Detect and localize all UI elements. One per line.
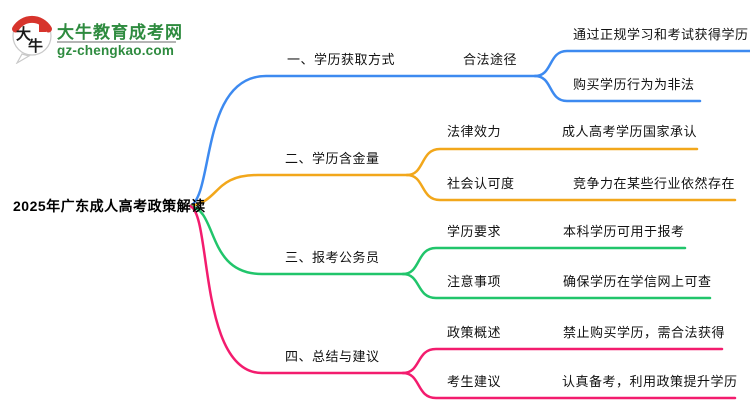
branch-3-leaf-2: 确保学历在学信网上可查 <box>563 274 712 289</box>
branch-4-leaf-1: 禁止购买学历，需合法获得 <box>563 325 726 340</box>
branch-3-child-2-label: 注意事项 <box>447 274 502 289</box>
branch-1-child-1-label: 合法途径 <box>463 52 518 67</box>
site-domain: gz-chengkao.com <box>57 43 175 58</box>
branch-3-child-1-label: 学历要求 <box>447 224 502 239</box>
branch-4-trunk-line <box>188 204 405 375</box>
branch-2-label: 二、学历含金量 <box>285 151 380 166</box>
daniu-logo-icon: 大 牛 <box>12 15 52 64</box>
branch-2-child-2-line <box>405 173 737 202</box>
branch-4-child-1-line <box>401 347 724 375</box>
branch-3-trunk-line <box>188 204 405 276</box>
branch-4-child-2-line <box>401 371 737 400</box>
branch-4-leaf-2: 认真备考，利用政策提升学历 <box>562 374 738 389</box>
branch-1-leaf-2-line <box>533 74 702 103</box>
logo-char-1: 大 <box>16 25 31 43</box>
branch-1-leaf-1-line <box>533 49 750 78</box>
branch-3-child-1-line <box>401 246 687 276</box>
branch-2-trunk-line <box>188 173 409 208</box>
branch-2-leaf-1: 成人高考学历国家承认 <box>562 124 698 139</box>
logo-divider <box>57 41 176 43</box>
branch-1-label: 一、学历获取方式 <box>287 52 396 67</box>
branch-3-child-2-line <box>401 272 712 300</box>
branch-2-child-1-line <box>405 147 699 177</box>
site-logo[interactable]: 大 牛 大牛教育成考网 gz-chengkao.com <box>10 10 190 66</box>
branch-2-child-2-label: 社会认可度 <box>447 176 515 191</box>
branch-4-child-2-label: 考生建议 <box>447 374 502 389</box>
branch-1-leaf-1: 通过正规学习和考试获得学历 <box>573 27 749 42</box>
branch-3-leaf-1: 本科学历可用于报考 <box>563 224 685 239</box>
logo-char-2: 牛 <box>28 37 43 55</box>
branch-3-label: 三、报考公务员 <box>285 250 380 265</box>
root-node: 2025年广东成人高考政策解读 <box>13 198 206 214</box>
branch-1-trunk-line <box>188 74 537 208</box>
branch-4-child-1-label: 政策概述 <box>447 325 502 340</box>
branch-2-child-1-label: 法律效力 <box>447 124 502 139</box>
branch-2-leaf-2: 竞争力在某些行业依然存在 <box>573 176 736 191</box>
site-title: 大牛教育成考网 <box>57 23 183 42</box>
branch-1-leaf-2: 购买学历行为为非法 <box>573 77 695 92</box>
branch-4-label: 四、总结与建议 <box>285 349 380 364</box>
